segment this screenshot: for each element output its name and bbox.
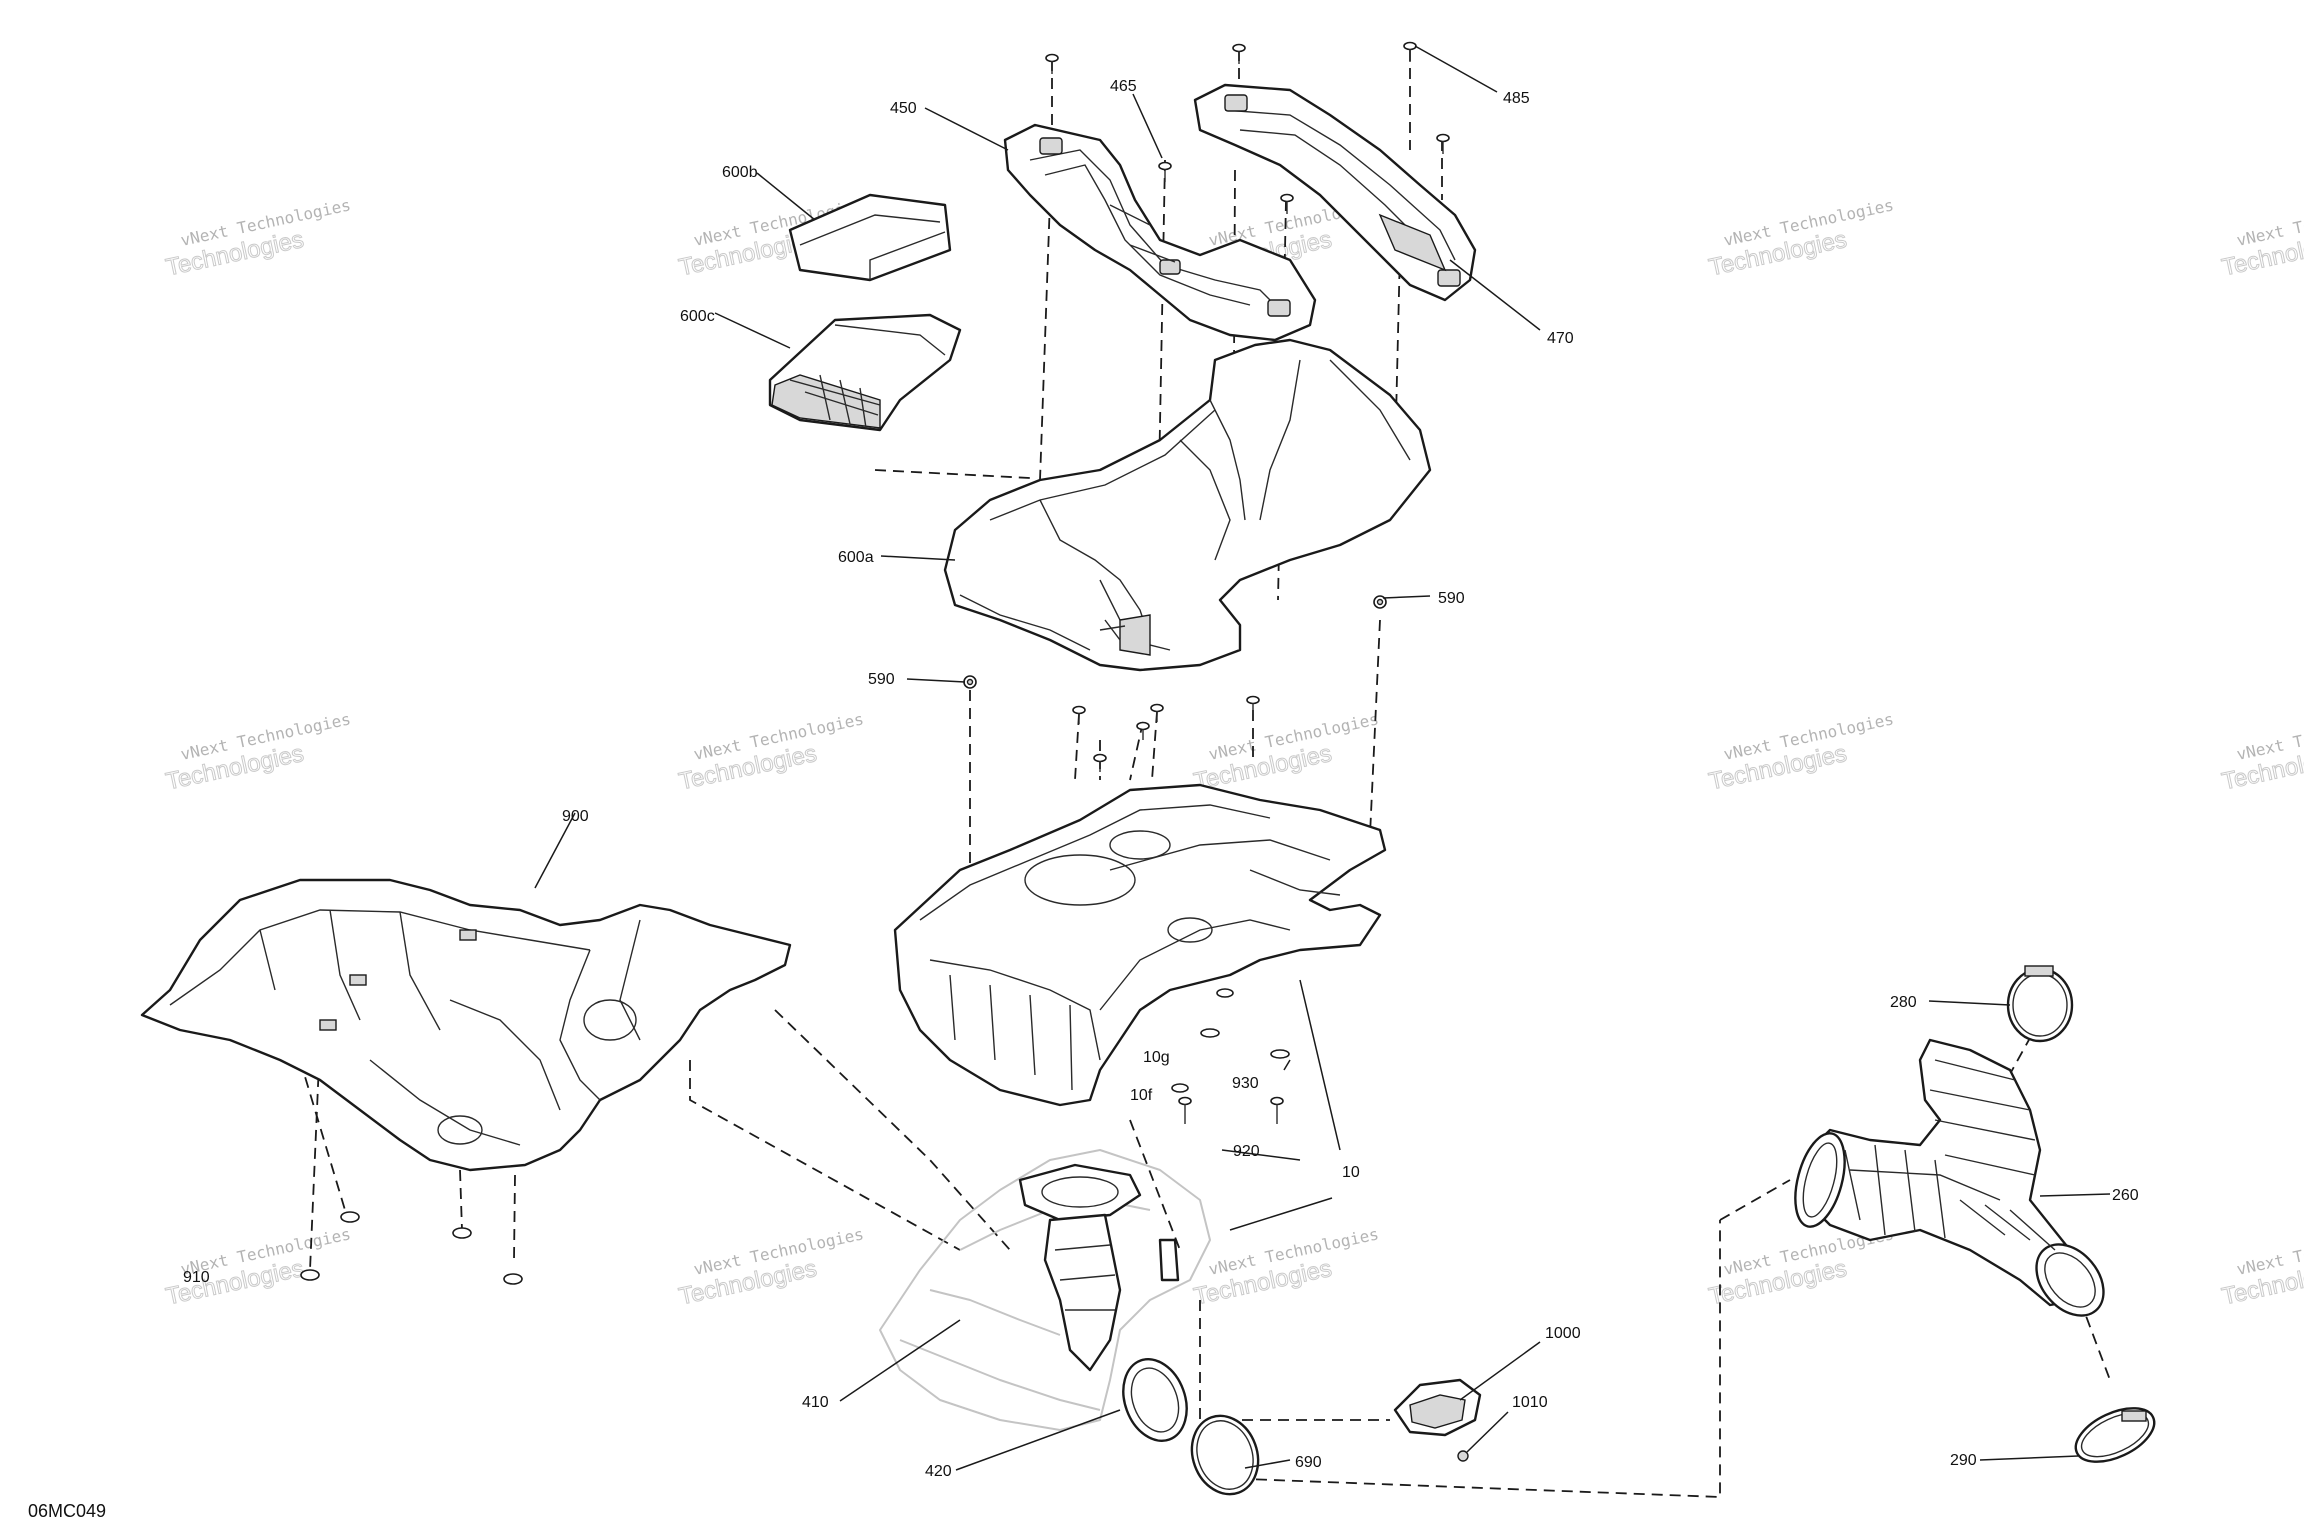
grommet	[300, 1269, 320, 1281]
callout-600c: 600c	[680, 308, 715, 325]
part-290-clamp	[2074, 1407, 2156, 1463]
part-690-clamp	[1190, 1414, 1260, 1496]
callout-600a: 600a	[838, 549, 874, 566]
part-280-clamp	[2006, 965, 2074, 1043]
watermark: vNext Technologies Technologies	[163, 1224, 352, 1311]
part-470-top-cover	[1193, 83, 1477, 302]
screw	[1178, 1096, 1192, 1124]
part-260-intake-duct	[1794, 1038, 2105, 1317]
screw	[1270, 1096, 1284, 1124]
grommet	[340, 1211, 360, 1223]
grommet	[452, 1227, 472, 1239]
screw	[1045, 53, 1059, 74]
watermark: vNext Technologies Technologies	[163, 709, 352, 796]
part-600a-housing	[943, 338, 1432, 672]
part-450-top-cover	[1003, 123, 1317, 342]
watermark: vNext Technologies Technologies	[1706, 195, 1895, 282]
callout-900: 900	[562, 808, 589, 825]
callout-420: 420	[925, 1463, 952, 1480]
screw	[1072, 705, 1086, 724]
grommet	[503, 1273, 523, 1285]
part-10-airbox-base	[893, 783, 1387, 1107]
callout-1010: 1010	[1512, 1394, 1548, 1411]
callout-485: 485	[1503, 90, 1530, 107]
callout-labels: 450 465 485 470 600b 600c 600a 590 590 9…	[183, 78, 2139, 1480]
callout-10f: 10f	[1130, 1087, 1153, 1104]
callout-10g: 10g	[1143, 1049, 1170, 1066]
watermark: vNext Technologies Technologies	[676, 1224, 865, 1311]
callout-590-left: 590	[868, 671, 895, 688]
callout-910: 910	[183, 1269, 210, 1286]
callout-450: 450	[890, 100, 917, 117]
watermark: vNext Technologies Technologies	[1191, 1224, 1380, 1311]
washer	[1216, 988, 1234, 998]
washer	[1200, 1028, 1220, 1038]
part-410-intake-body	[879, 1149, 1211, 1431]
part-1000-cap	[1393, 1378, 1482, 1437]
screw	[1232, 43, 1246, 64]
screw	[1280, 193, 1294, 214]
washer	[1270, 1049, 1290, 1059]
callout-280: 280	[1890, 994, 1917, 1011]
screw	[1093, 753, 1107, 772]
washer	[1171, 1083, 1189, 1093]
screw	[1136, 721, 1150, 740]
callout-260: 260	[2112, 1187, 2139, 1204]
grommet	[963, 675, 977, 689]
watermark: vNext Technologies Technologies	[676, 709, 865, 796]
part-1010-nut	[1457, 1450, 1469, 1462]
callout-1000: 1000	[1545, 1325, 1581, 1342]
callout-600b: 600b	[722, 164, 758, 181]
drawing-code: 06MC049	[28, 1501, 106, 1521]
part-600c-grid	[768, 313, 962, 432]
callout-465: 465	[1110, 78, 1137, 95]
part-900-heat-shield	[140, 878, 792, 1172]
screw	[1158, 161, 1172, 182]
callout-920: 920	[1233, 1143, 1260, 1160]
part-600b-lid	[788, 193, 952, 282]
watermark: vNext Technologies Technologies	[1706, 709, 1895, 796]
screw	[1436, 133, 1450, 154]
callout-10: 10	[1342, 1164, 1360, 1181]
watermark: vNext Technologies Technologies	[2219, 709, 2304, 796]
watermark: vNext Technologies Technologies	[2219, 195, 2304, 282]
screw	[1403, 41, 1417, 62]
watermark: vNext Technologies Technologies	[1191, 709, 1380, 796]
callout-590-right: 590	[1438, 590, 1465, 607]
callout-690: 690	[1295, 1454, 1322, 1471]
screw	[1150, 703, 1164, 722]
callout-290: 290	[1950, 1452, 1977, 1469]
callout-930: 930	[1232, 1075, 1259, 1092]
leader-lines	[534, 45, 2111, 1471]
grommet	[1373, 595, 1387, 609]
part-420-ring	[1122, 1358, 1188, 1442]
watermark: vNext Technologies Technologies	[163, 195, 352, 282]
fasteners	[300, 41, 1450, 1285]
callout-410: 410	[802, 1394, 829, 1411]
watermark: vNext Technologies Technologies	[2219, 1224, 2304, 1311]
callout-470: 470	[1547, 330, 1574, 347]
screw	[1246, 695, 1260, 714]
